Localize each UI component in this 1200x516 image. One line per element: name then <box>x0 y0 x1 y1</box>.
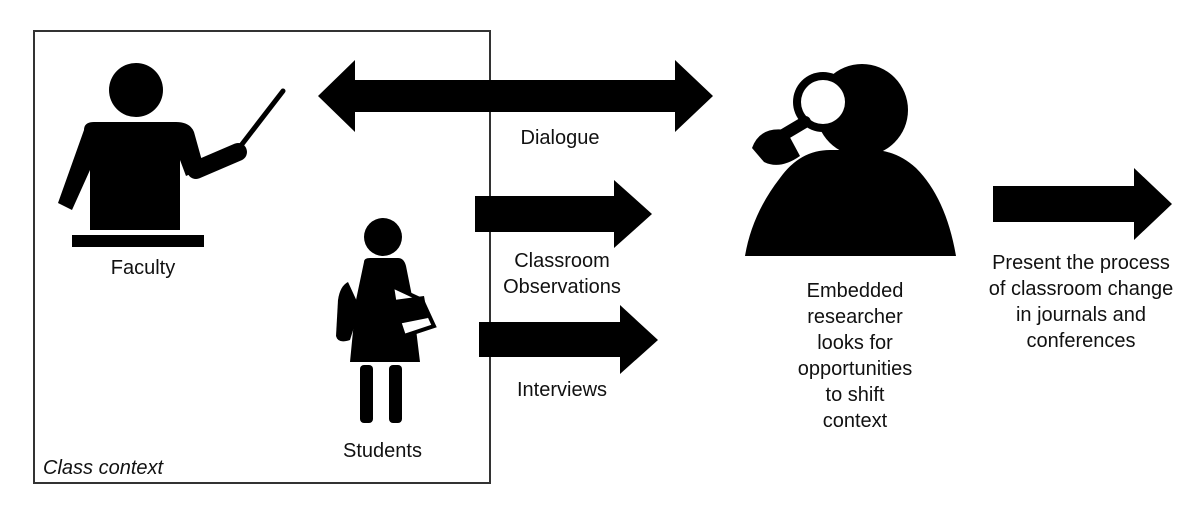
output-arrow <box>993 168 1172 240</box>
output-line: conferences <box>1026 330 1136 352</box>
researcher-line: researcher <box>807 306 903 328</box>
output-line: of classroom change <box>988 278 1174 300</box>
dialogue-double-arrow <box>318 60 713 132</box>
teacher-pointer-icon <box>58 63 286 247</box>
faculty-label: Faculty <box>110 257 176 279</box>
interviews-label: Interviews <box>516 379 608 401</box>
class-context-label: Class context <box>43 457 164 479</box>
researcher-line: to shift <box>825 384 885 406</box>
observations-label-line1: Classroom <box>514 250 610 272</box>
researcher-line: context <box>822 410 888 432</box>
magnifier-person-icon <box>745 64 956 256</box>
dialogue-label: Dialogue <box>520 127 600 149</box>
observations-arrow <box>475 180 652 248</box>
output-line: in journals and <box>1015 304 1147 326</box>
researcher-line: Embedded <box>806 280 904 302</box>
interviews-arrow <box>479 305 658 374</box>
class-context-box <box>33 30 491 484</box>
researcher-line: looks for <box>817 332 893 354</box>
student-backpack-icon <box>336 218 437 423</box>
students-label: Students <box>343 440 422 462</box>
output-line: Present the process <box>992 252 1170 274</box>
researcher-line: opportunities <box>797 358 913 380</box>
observations-label-line2: Observations <box>503 276 621 298</box>
